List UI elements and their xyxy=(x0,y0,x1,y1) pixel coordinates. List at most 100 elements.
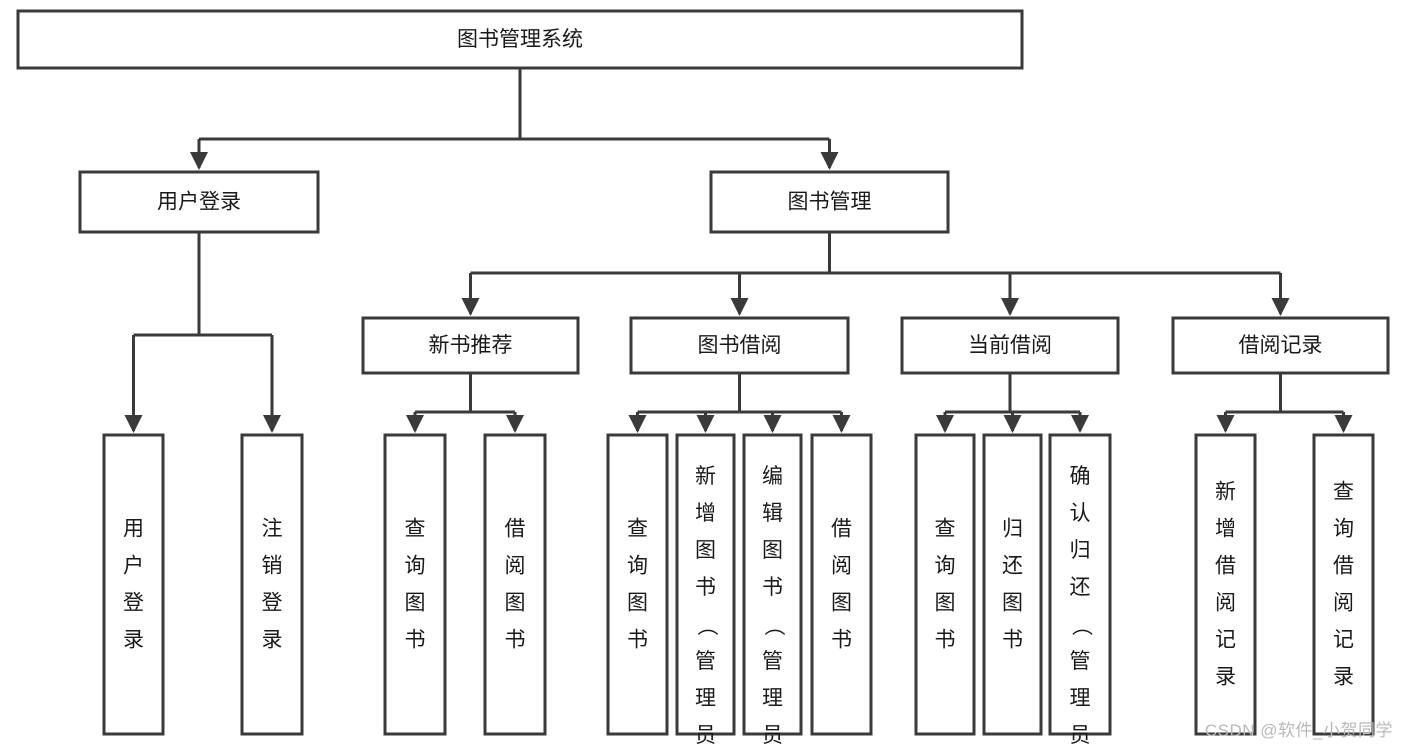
leaf-label-char: 用 xyxy=(123,518,144,541)
leaf-label-char: 归 xyxy=(1002,518,1023,541)
arrow-to-leaf-logout xyxy=(263,415,281,433)
leaf-label-char: 管 xyxy=(695,650,716,673)
leaf-label-char: 借 xyxy=(505,518,526,541)
node-label: 用户登录 xyxy=(157,191,241,214)
node-borrow-record[interactable]: 借阅记录 xyxy=(1171,316,1390,375)
watermark-label: CSDN @软件_小贺同学 xyxy=(1204,721,1393,740)
leaf-label-char: 还 xyxy=(1002,555,1023,578)
node-box xyxy=(914,433,976,736)
leaf-label-char: 编 xyxy=(762,465,783,488)
edges-layer xyxy=(124,68,1353,433)
node-box xyxy=(1312,433,1375,736)
node-user-login[interactable]: 用户登录 xyxy=(78,170,320,234)
leaf-label-char: 录 xyxy=(1333,666,1354,689)
leaf-label-char: 理 xyxy=(695,687,716,710)
leaf-label-char: 查 xyxy=(405,518,426,541)
node-box xyxy=(709,170,950,234)
leaf-label-char: 查 xyxy=(627,518,648,541)
leaf-label-char: 员 xyxy=(695,724,716,747)
leaf-label: 用户登录 xyxy=(123,518,144,652)
node-label: 图书管理 xyxy=(788,191,872,214)
leaf-label-char: 书 xyxy=(831,629,852,652)
node-box xyxy=(361,316,580,375)
leaf-label-char: 认 xyxy=(1070,502,1091,525)
leaf-label-char: 查 xyxy=(935,518,956,541)
node-current-borrow[interactable]: 当前借阅 xyxy=(900,316,1120,375)
leaf-label-char: 询 xyxy=(1333,518,1354,541)
node-book-borrow[interactable]: 图书借阅 xyxy=(629,316,850,375)
node-box xyxy=(1048,433,1112,736)
arrow-to-leaf-edit-book xyxy=(763,415,782,433)
leaf-label-char: 阅 xyxy=(1215,592,1236,615)
arrow-to-leaf-return-book xyxy=(1003,415,1022,433)
arrow-to-leaf-query-record xyxy=(1334,415,1353,433)
arrow-to-leaf-query-book-2 xyxy=(628,415,647,433)
leaf-label-char: 增 xyxy=(695,502,716,525)
leaf-label-char: 图 xyxy=(405,592,426,615)
page-title: 图书管理系统 xyxy=(457,28,583,51)
leaf-label-char: 书 xyxy=(505,629,526,652)
leaf-label-char: 阅 xyxy=(505,555,526,578)
arrow-to-leaf-user-login xyxy=(124,415,143,433)
arrow-to-leaf-borrow-book-1 xyxy=(506,415,524,433)
node-box xyxy=(1171,316,1390,375)
arrow-to-borrow-record xyxy=(1271,298,1290,316)
node-box xyxy=(900,316,1120,375)
node-new-book-rec[interactable]: 新书推荐 xyxy=(361,316,580,375)
leaf-label-char: 图 xyxy=(935,592,956,615)
leaf-leaf-user-login[interactable]: 用户登录 xyxy=(102,433,165,736)
leaf-label-char: 阅 xyxy=(1333,592,1354,615)
leaf-label-char: 管 xyxy=(762,650,783,673)
leaf-label-char: 书 xyxy=(1002,629,1023,652)
leaf-label-char: 录 xyxy=(262,629,283,652)
leaf-label-char: 图 xyxy=(1002,592,1023,615)
node-box xyxy=(78,170,320,234)
leaf-label-char: 管 xyxy=(1070,650,1091,673)
leaf-label-char: 还 xyxy=(1070,576,1091,599)
leaf-label-char: 新 xyxy=(1215,481,1236,504)
leaf-label-char: 记 xyxy=(1333,629,1354,652)
leaf-label-char: 员 xyxy=(1070,724,1091,747)
leaf-label-char: 书 xyxy=(935,629,956,652)
leaf-label-char: （ xyxy=(695,615,718,636)
arrow-to-leaf-add-record xyxy=(1216,415,1235,433)
leaf-label-char: 图 xyxy=(762,539,783,562)
leaf-label-char: 新 xyxy=(695,465,716,488)
leaf-label-char: 登 xyxy=(123,592,144,615)
node-label: 图书借阅 xyxy=(698,334,782,357)
leaf-label-char: （ xyxy=(762,615,785,636)
leaf-label-char: 图 xyxy=(695,539,716,562)
leaf-label-char: （ xyxy=(1069,615,1092,636)
node-box xyxy=(102,433,165,736)
leaf-label-char: 员 xyxy=(762,724,783,747)
arrow-to-leaf-confirm-return xyxy=(1071,415,1089,433)
node-box xyxy=(982,433,1043,736)
node-root-title[interactable]: 图书管理系统 xyxy=(16,9,1024,70)
node-box xyxy=(240,433,304,736)
leaf-label-char: 辑 xyxy=(762,502,783,525)
node-book-manage[interactable]: 图书管理 xyxy=(709,170,950,234)
node-label: 借阅记录 xyxy=(1239,334,1323,357)
leaf-label-char: 书 xyxy=(405,629,426,652)
node-box xyxy=(810,433,873,736)
